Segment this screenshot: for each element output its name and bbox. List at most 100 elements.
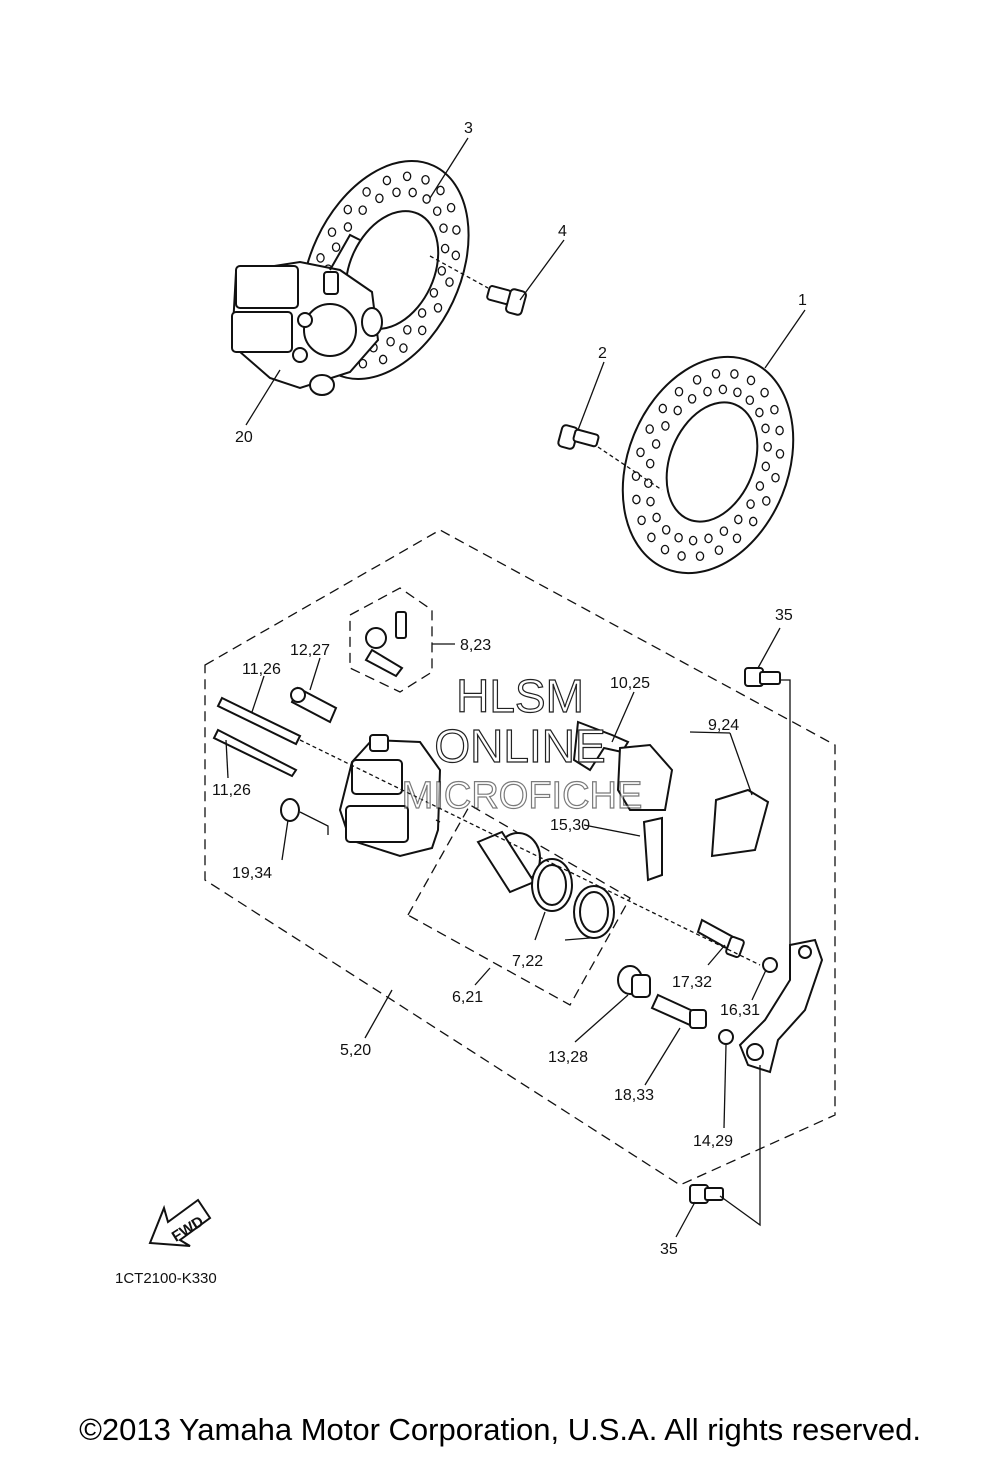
disc-hole <box>446 202 456 213</box>
bushing-13-28 <box>617 965 651 998</box>
disc-hole <box>746 499 755 509</box>
boot-19-34 <box>280 798 329 835</box>
disc-hole <box>645 458 655 469</box>
disc-hole <box>775 448 785 459</box>
callout-16-31: 16,31 <box>720 1002 760 1019</box>
disc-hole <box>745 395 755 406</box>
callout-15-30: 15,30 <box>550 817 590 834</box>
disc-hole <box>734 514 743 525</box>
disc-hole <box>761 461 771 472</box>
disc-hole <box>718 384 728 395</box>
disc-hole <box>703 386 712 397</box>
callout-17-32: 17,32 <box>672 974 712 991</box>
pin-11-26 <box>212 696 302 778</box>
disc-hole <box>674 532 683 543</box>
disc-hole <box>652 512 661 523</box>
caliper-assembly-20 <box>230 233 383 396</box>
disc-hole <box>732 533 742 544</box>
disc-hole <box>661 524 671 535</box>
disc-hole <box>433 302 443 313</box>
fwd-arrow-icon: FWD <box>148 1198 212 1247</box>
disc-hole <box>402 171 412 182</box>
callout-4: 4 <box>558 223 567 240</box>
disc-hole <box>417 308 427 318</box>
disc-hole <box>647 532 656 543</box>
callout-2: 2 <box>598 345 607 362</box>
disc-hole <box>362 187 371 197</box>
disc-hole <box>378 354 388 365</box>
bolt-4 <box>429 255 527 316</box>
disc-hole <box>687 393 697 404</box>
washer-16-31 <box>762 957 778 973</box>
callout-18-33: 18,33 <box>614 1087 654 1104</box>
brake-pad-9-24 <box>616 743 770 858</box>
disc-hole <box>704 533 713 544</box>
bolt-17-32 <box>696 918 745 959</box>
bolt-2 <box>557 424 663 491</box>
disc-hole <box>445 277 454 287</box>
disc-hole <box>770 404 779 415</box>
watermark: HLSM ONLINE MICROFICHE <box>401 669 643 817</box>
disc-hole <box>763 441 772 452</box>
disc-hole <box>451 250 461 261</box>
disc-hole <box>422 194 431 204</box>
disc-hole <box>771 472 780 483</box>
disc-hole <box>343 222 353 232</box>
watermark-microfiche: MICROFICHE <box>402 775 643 817</box>
disc-hole <box>437 265 447 276</box>
disc-hole <box>436 185 445 196</box>
callout-11-26-lower: 11,26 <box>212 782 251 799</box>
disc-hole <box>631 471 641 482</box>
disc-hole <box>775 425 784 436</box>
callout-5-20: 5,20 <box>340 1042 371 1059</box>
diagram-code: 1CT2100-K330 <box>115 1270 217 1287</box>
callout-3: 3 <box>464 120 473 137</box>
callout-19-34: 19,34 <box>232 865 272 882</box>
disc-hole <box>432 206 442 217</box>
callout-10-25: 10,25 <box>610 675 650 692</box>
disc-hole <box>733 387 742 398</box>
kit-6-21-outline <box>407 804 631 1006</box>
disc-hole <box>327 227 337 238</box>
pin-12-27 <box>290 686 338 724</box>
watermark-online: ONLINE <box>434 720 605 772</box>
disc-hole <box>762 496 771 506</box>
disc-hole <box>646 496 655 507</box>
disc-hole <box>386 336 395 347</box>
disc-hole <box>673 405 682 416</box>
bolt-35-lower <box>689 1184 724 1204</box>
callout-11-26-upper: 11,26 <box>242 661 281 678</box>
kit-8-23-outline <box>349 587 433 693</box>
disc-hole <box>452 225 461 235</box>
disc-hole <box>746 375 756 386</box>
callout-1: 1 <box>798 292 807 309</box>
disc-hole <box>331 242 341 253</box>
disc-hole <box>760 387 769 398</box>
disc-hole <box>688 535 698 546</box>
disc-hole <box>714 545 724 556</box>
disc-hole <box>661 421 670 431</box>
washer-14-29 <box>718 1029 734 1045</box>
callout-35-lower: 35 <box>660 1241 678 1258</box>
disc-hole <box>761 423 770 434</box>
disc-hole <box>316 253 325 263</box>
brake-disc-1 <box>621 355 795 575</box>
disc-hole <box>692 374 702 385</box>
caliper-bracket <box>738 938 824 1074</box>
disc-hole <box>730 369 739 379</box>
callout-20: 20 <box>235 429 253 446</box>
disc-hole <box>719 526 729 537</box>
disc-hole <box>358 358 368 369</box>
disc-hole <box>651 439 661 449</box>
callouts: 1 2 3 4 20 35 8,23 12,27 11,26 11,26 10,… <box>212 120 807 1258</box>
piston-6-21 <box>476 830 615 939</box>
disc-hole <box>417 325 427 336</box>
callout-9-24: 9,24 <box>708 717 739 734</box>
disc-hole <box>439 223 448 234</box>
assembly-5-20-outline <box>204 529 836 1186</box>
disc-hole <box>636 447 645 458</box>
disc-hole <box>695 551 705 562</box>
callout-14-29: 14,29 <box>693 1133 733 1150</box>
bolt-35-upper <box>744 667 781 687</box>
